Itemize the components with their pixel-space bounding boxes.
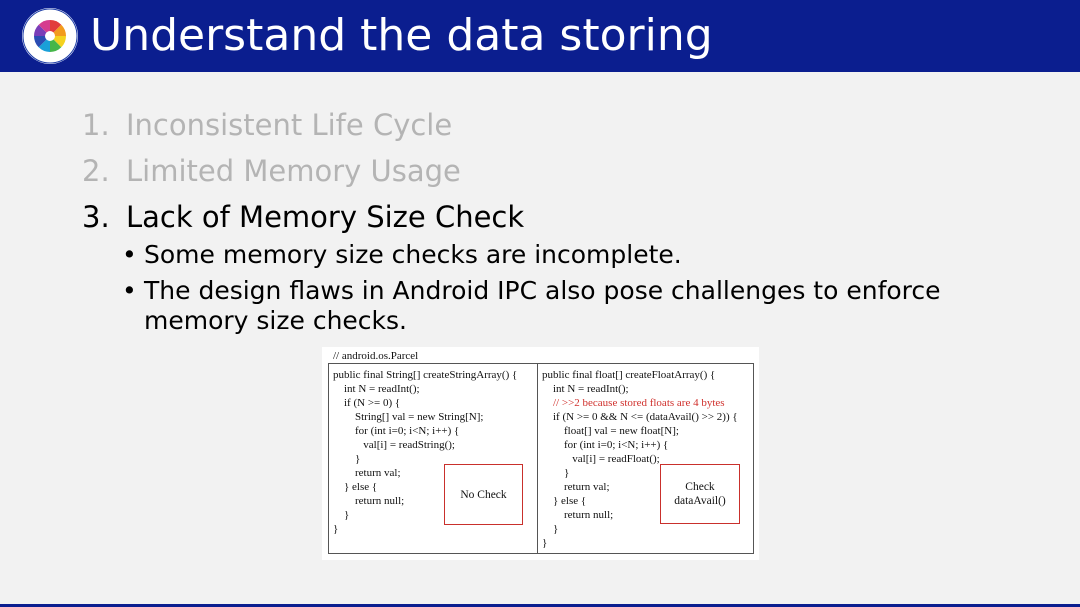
list-label: Lack of Memory Size Check [126, 200, 525, 234]
bullet-item-2: • The design flaws in Android IPC also p… [122, 276, 1022, 336]
slide-title: Understand the data storing [90, 10, 713, 61]
code-line: for (int i=0; i<N; i++) { [333, 425, 460, 437]
check-dataavail-callout: Check dataAvail() [660, 464, 740, 524]
code-line: } else { [333, 481, 378, 493]
code-line: return null; [542, 509, 614, 521]
list-number: 1. [82, 108, 110, 142]
code-line: } [542, 523, 559, 535]
list-item-3: 3. Lack of Memory Size Check [82, 200, 524, 234]
inforsec-logo-icon [22, 8, 78, 64]
code-line: public final String[] createStringArray(… [333, 369, 518, 381]
bottom-divider [0, 604, 1080, 607]
code-line: float[] val = new float[N]; [542, 425, 679, 437]
title-bar: Understand the data storing [0, 0, 1080, 72]
code-block-right: public final float[] createFloatArray() … [537, 363, 754, 554]
bullet-text: The design flaws in Android IPC also pos… [144, 276, 941, 335]
list-number: 2. [82, 154, 110, 188]
code-line: return val; [333, 467, 401, 479]
code-figure: // android.os.Parcel public final String… [322, 347, 759, 560]
bullet-dot: • [122, 240, 137, 269]
bullet-list: • Some memory size checks are incomplete… [122, 240, 1022, 336]
bullet-dot: • [122, 276, 137, 305]
code-line: val[i] = readString(); [333, 439, 455, 451]
code-line: for (int i=0; i<N; i++) { [542, 439, 669, 451]
list-item-1: 1. Inconsistent Life Cycle [82, 108, 452, 142]
code-line: } else { [542, 495, 587, 507]
code-line: } [542, 537, 548, 549]
code-header: // android.os.Parcel [333, 350, 419, 362]
code-line: String[] val = new String[N]; [333, 411, 484, 423]
code-line: } [542, 467, 570, 479]
code-line: } [333, 523, 339, 535]
code-line: // >>2 because stored floats are 4 bytes [542, 397, 725, 409]
list-item-2: 2. Limited Memory Usage [82, 154, 461, 188]
code-line: if (N >= 0) { [333, 397, 401, 409]
no-check-callout: No Check [444, 464, 523, 525]
code-line: int N = readInt(); [542, 383, 629, 395]
check-callout-text: Check dataAvail() [674, 481, 726, 507]
code-line: return null; [333, 495, 405, 507]
code-line: } [333, 509, 350, 521]
code-line: } [333, 453, 361, 465]
code-line: return val; [542, 481, 610, 493]
code-block-left: public final String[] createStringArray(… [328, 363, 538, 554]
code-line: if (N >= 0 && N <= (dataAvail() >> 2)) { [542, 411, 738, 423]
inforsec-logo-graphic [22, 8, 78, 64]
code-line: val[i] = readFloat(); [542, 453, 660, 465]
list-label: Limited Memory Usage [126, 154, 461, 188]
code-line: public final float[] createFloatArray() … [542, 369, 716, 381]
bullet-item-1: • Some memory size checks are incomplete… [122, 240, 1022, 270]
list-number: 3. [82, 200, 110, 234]
list-label: Inconsistent Life Cycle [126, 108, 453, 142]
code-line: int N = readInt(); [333, 383, 420, 395]
bullet-text: Some memory size checks are incomplete. [144, 240, 682, 269]
